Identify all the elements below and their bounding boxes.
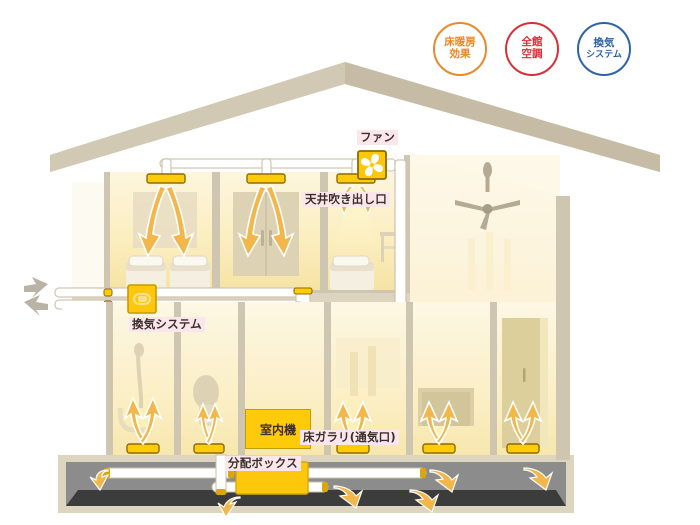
legend-badge-whole-house-air-conditioning[interactable]: 全館 空調	[505, 22, 559, 76]
furniture-bed-right	[330, 255, 374, 290]
ventilation-unit-icon[interactable]	[127, 284, 157, 314]
legend: 床暖房 効果 全館 空調 換気 システム	[433, 22, 631, 76]
label-distribution-box: 分配ボックス	[225, 456, 301, 471]
label-indoor-unit: 室内機	[259, 422, 296, 437]
legend-badge-line2: 効果	[449, 48, 471, 60]
legend-badge-line1: 床暖房	[444, 36, 476, 49]
furniture-door	[502, 318, 548, 448]
furniture-bed-left	[126, 255, 210, 290]
label-floor-grille: 床ガラリ(通気口)	[300, 430, 399, 445]
legend-badge-line1: 全館	[521, 36, 543, 49]
label-ceiling-outlet: 天井吹き出し口	[302, 192, 390, 207]
label-fan: ファン	[357, 130, 399, 145]
legend-badge-floor-heating-effect[interactable]: 床暖房 効果	[433, 22, 487, 76]
legend-badge-ventilation-system[interactable]: 換気 システム	[577, 22, 631, 76]
legend-badge-line2: 空調	[521, 48, 543, 60]
ceiling-fan-icon	[455, 162, 520, 230]
roof	[50, 62, 660, 172]
ceiling-outlet-group	[137, 173, 377, 258]
legend-badge-line1: 換気	[593, 37, 615, 50]
legend-badge-line2: システム	[586, 49, 622, 60]
bidirectional-arrow-icon	[24, 277, 48, 316]
crawlspace	[58, 454, 574, 519]
label-ventilation-system: 換気システム	[129, 317, 205, 332]
fan-icon[interactable]	[357, 150, 387, 180]
furniture-counter	[336, 338, 400, 396]
indoor-unit-box[interactable]: 室内機	[245, 409, 311, 449]
furniture-bathroom	[117, 343, 152, 433]
exterior-wall-right	[556, 196, 570, 460]
